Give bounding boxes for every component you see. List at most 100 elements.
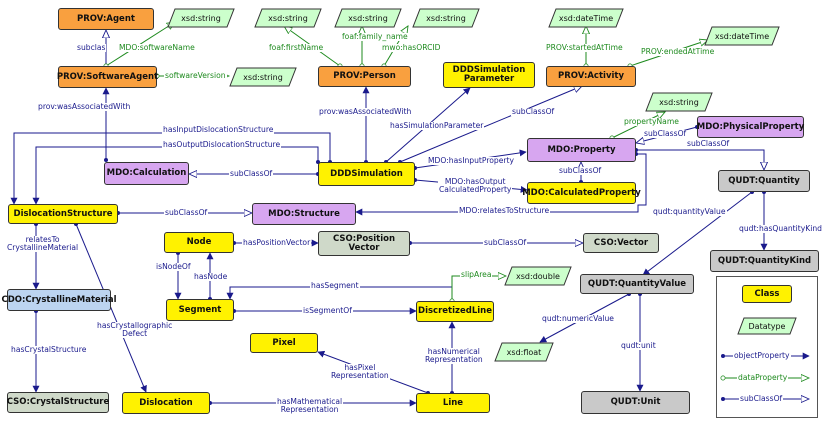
edge-property-subclass-quantity [636, 150, 764, 170]
label-has-quantity-kind: qudt:hasQuantityKind [738, 224, 823, 233]
label-is-node-of: isNodeOf [155, 262, 192, 271]
node-discretized-line[interactable]: DiscretizedLine [416, 301, 494, 322]
node-prov-agent[interactable]: PROV:Agent [58, 8, 154, 30]
datatype-xsd-datetime-ended[interactable]: xsd:dateTime [704, 26, 780, 46]
node-mdo-property[interactable]: MDO:Property [527, 138, 636, 162]
label-foaf-family-name: foaf:family_name [341, 32, 409, 41]
datatype-xsd-double[interactable]: xsd:double [504, 266, 572, 286]
node-cso-crystal-structure[interactable]: CSO:CrystalStructure [7, 392, 109, 413]
label-mdo-software-name: MDO:softwareName [118, 43, 196, 52]
label-subclass-activity: subClassOf [511, 107, 556, 116]
node-cdo-crystalline-material[interactable]: CDO:CrystallineMaterial [1, 289, 117, 311]
legend-object-property: objectProperty [733, 351, 791, 360]
node-segment[interactable]: Segment [166, 299, 234, 321]
label-software-version: softwareVersion [164, 71, 227, 80]
node-prov-person[interactable]: PROV:Person [318, 66, 411, 87]
datatype-label: xsd:double [516, 271, 560, 281]
label-slip-area: slipArea [460, 270, 493, 279]
node-ddd-simulation-parameter[interactable]: DDDSimulation Parameter [443, 62, 535, 88]
node-prov-software-agent[interactable]: PROV:SoftwareAgent [57, 66, 158, 88]
label-qudt-unit: qudt:unit [620, 341, 657, 350]
label-was-associated-1: prov:wasAssociatedWith [37, 102, 132, 111]
label-has-node: hasNode [193, 272, 229, 281]
label-has-numerical-representation: hasNumerical Representation [424, 347, 484, 364]
label-subclass-structure: subClassOf [164, 208, 209, 217]
datatype-xsd-string-software-name[interactable]: xsd:string [167, 8, 235, 28]
node-ddd-simulation[interactable]: DDDSimulation [318, 162, 415, 186]
label-has-input-property: MDO:hasInputProperty [427, 156, 516, 165]
legend-subclass-of: subClassOf [739, 394, 784, 403]
label-relates-crystalline: relatesTo CrystallineMaterial [6, 235, 80, 252]
legend-datatype-swatch: Datatype [737, 317, 797, 335]
legend-datatype-label: Datatype [748, 321, 786, 331]
legend-data-property: dataProperty [737, 373, 789, 382]
datatype-label: xsd:string [348, 13, 388, 23]
label-relates-to-structure: MDO:relatesToStructure [458, 206, 551, 215]
node-qudt-quantity-kind[interactable]: QUDT:QuantityKind [710, 250, 819, 272]
label-property-name: propertyName [623, 117, 680, 126]
datatype-xsd-float[interactable]: xsd:float [494, 342, 554, 362]
label-has-crystallographic-defect: hasCrystallographic Defect [96, 321, 174, 338]
label-has-segment: hasSegment [310, 281, 360, 290]
legend-class-swatch: Class [742, 285, 792, 303]
edge-sliparea [452, 276, 506, 301]
datatype-label: xsd:dateTime [714, 31, 770, 41]
datatype-label: xsd:string [659, 97, 699, 107]
node-dislocation-structure[interactable]: DislocationStructure [8, 204, 118, 224]
datatype-label: xsd:string [181, 13, 221, 23]
legend: Class Datatype objectProperty dataProper… [716, 276, 818, 418]
datatype-label: xsd:string [268, 13, 308, 23]
node-cso-vector[interactable]: CSO:Vector [583, 233, 659, 253]
edge-ddd-subclass-activity [400, 86, 582, 162]
datatype-xsd-datetime-started[interactable]: xsd:dateTime [548, 8, 624, 28]
datatype-xsd-string-orcid[interactable]: xsd:string [412, 8, 480, 28]
node-mdo-calculated-property[interactable]: MDO:CalculatedProperty [522, 182, 641, 204]
node-cso-position-vector[interactable]: CSO:Position Vector [318, 231, 410, 256]
datatype-xsd-string-family-name[interactable]: xsd:string [334, 8, 402, 28]
node-mdo-calculation[interactable]: MDO:Calculation [104, 162, 189, 185]
label-mwo-has-orcid: mwo:hasORCID [381, 43, 442, 52]
label-has-output-calculated: MDO:hasOutput CalculatedProperty [438, 177, 513, 194]
label-is-segment-of: isSegmentOf [302, 306, 353, 315]
node-node[interactable]: Node [164, 232, 234, 253]
node-prov-activity[interactable]: PROV:Activity [546, 66, 636, 87]
label-subclass-calcprop: subClassOf [558, 166, 603, 175]
label-was-associated-2: prov:wasAssociatedWith [318, 107, 413, 116]
label-subclass-quantity: subClassOf [686, 139, 731, 148]
label-prov-ended-at: PROV:endedAtTime [640, 47, 716, 56]
label-numeric-value: qudt:numericValue [541, 314, 615, 323]
label-has-crystal-structure: hasCrystalStructure [10, 345, 88, 354]
node-qudt-unit[interactable]: QUDT:Unit [581, 391, 690, 414]
node-mdo-physical-property[interactable]: MDO:PhysicalProperty [697, 116, 804, 138]
label-subclass-agent: subclas [76, 43, 107, 52]
edge-has-defect [74, 222, 147, 393]
label-has-pixel-representation: hasPixel Representation [330, 363, 390, 380]
label-foaf-first-name: foaf:firstName [268, 43, 325, 52]
label-has-position-vector: hasPositionVector [242, 238, 312, 247]
label-prov-started-at: PROV:startedAtTime [545, 43, 624, 52]
node-qudt-quantity-value[interactable]: QUDT:QuantityValue [580, 274, 694, 294]
datatype-label: xsd:float [506, 347, 542, 357]
label-has-simulation-parameter: hasSimulationParameter [389, 121, 485, 130]
datatype-label: xsd:string [426, 13, 466, 23]
datatype-xsd-string-first-name[interactable]: xsd:string [254, 8, 322, 28]
datatype-label: xsd:string [243, 72, 283, 82]
label-has-input-dislocation: hasInputDislocationStructure [162, 125, 275, 134]
edge-quantity-value [642, 190, 754, 276]
datatype-xsd-string-property-name[interactable]: xsd:string [645, 92, 713, 112]
datatype-xsd-string-software-version[interactable]: xsd:string [229, 67, 297, 87]
node-qudt-quantity[interactable]: QUDT:Quantity [718, 170, 810, 192]
node-pixel[interactable]: Pixel [250, 333, 318, 353]
label-subclass-vector: subClassOf [483, 238, 528, 247]
node-line[interactable]: Line [416, 393, 490, 413]
label-subclass-phys: subClassOf [643, 129, 688, 138]
label-has-output-dislocation: hasOutputDislocationStructure [162, 140, 282, 149]
datatype-label: xsd:dateTime [558, 13, 614, 23]
label-has-mathematical-representation: hasMathematical Representation [276, 397, 344, 414]
edge-relates-to-structure [355, 152, 647, 216]
node-mdo-structure[interactable]: MDO:Structure [252, 203, 356, 225]
node-dislocation[interactable]: Dislocation [122, 392, 210, 414]
label-subclass-calc: subClassOf [229, 169, 274, 178]
label-quantity-value: qudt:quantityValue [652, 207, 727, 216]
